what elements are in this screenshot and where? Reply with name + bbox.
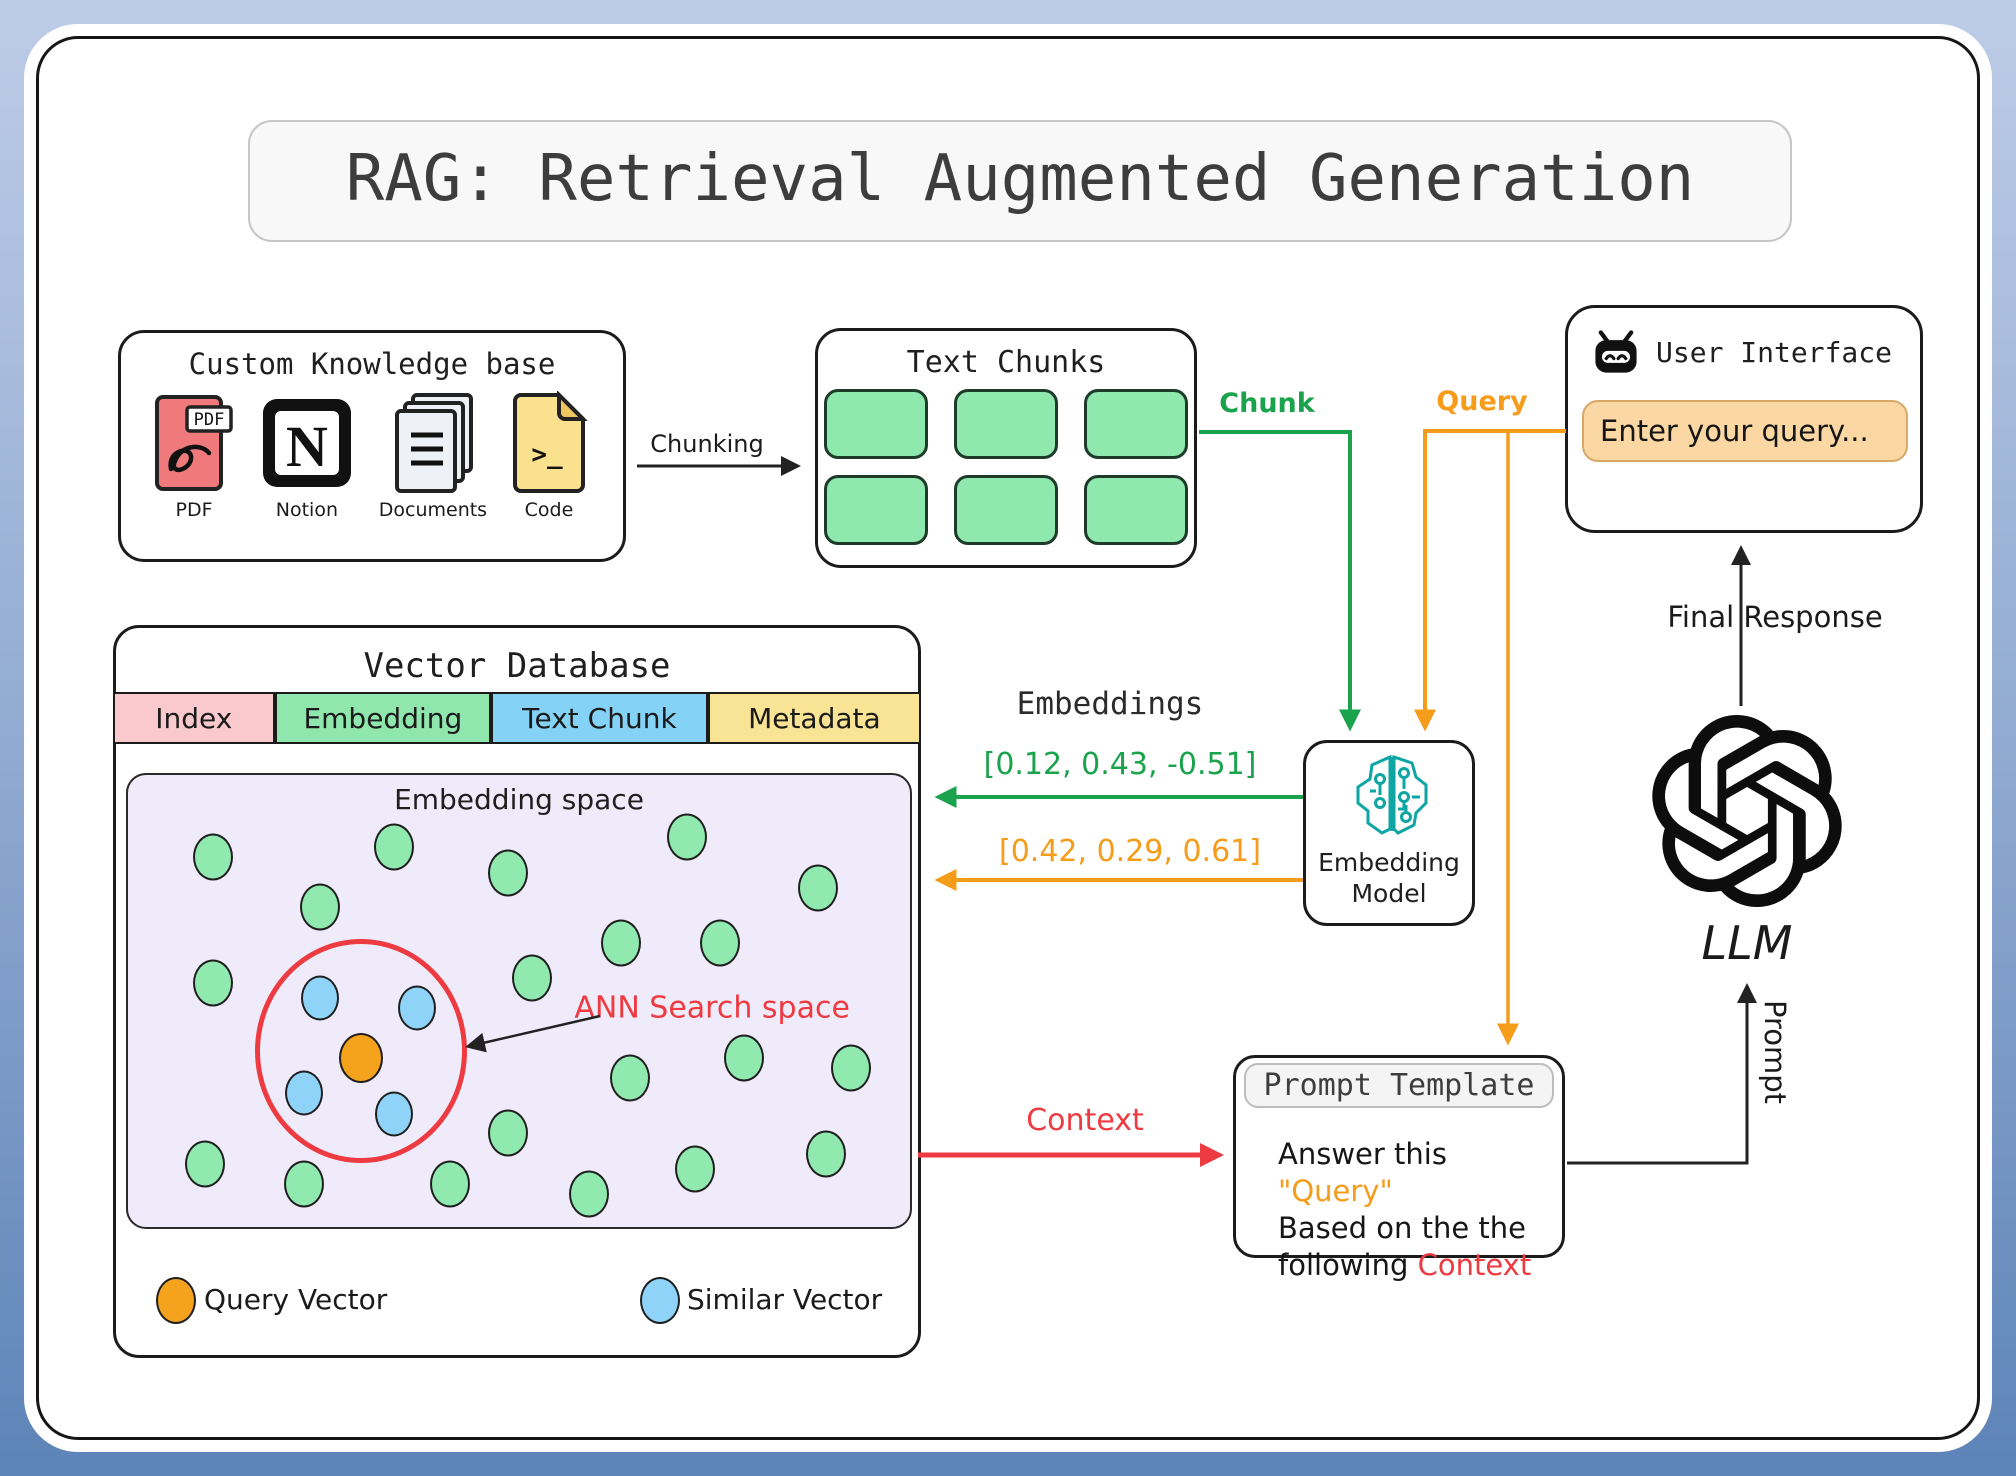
knowledge-base-title: Custom Knowledge base [188,347,556,381]
embedding-model-title: Embedding Model [1318,848,1460,909]
vdb-column-cell: Text Chunk [491,692,708,744]
prompt-template-box: Prompt Template Answer this "Query" Base… [1233,1055,1565,1282]
legend-label: Similar Vector [687,1283,883,1316]
legend-swatch [640,1277,680,1324]
prompt-template-header: Prompt Template [1236,1063,1562,1108]
green-vector-dot [830,1044,871,1092]
prompt-line1-query: "Query" [1278,1174,1393,1208]
prompt-line-3: following Context [1278,1247,1562,1284]
green-vector-dot [797,864,838,912]
svg-text:PDF: PDF [194,410,225,430]
vdb-column-label: Index [155,701,233,735]
green-vector-dot [724,1034,765,1082]
vdb-column-label: Metadata [748,701,881,735]
page-title-box: RAG: Retrieval Augmented Generation [248,120,1792,242]
text-chunk [824,389,928,459]
text-chunk [954,475,1058,545]
green-vector-dot [283,1160,324,1208]
prompt-line1-prefix: Answer this [1278,1137,1447,1171]
legend-swatch [156,1277,196,1324]
green-vector-dot [674,1145,715,1193]
final-response-label: Final Response [1667,600,1883,634]
user-interface-box: User Interface [1565,305,1923,533]
svg-text:N: N [286,414,328,479]
page-title: RAG: Retrieval Augmented Generation [345,142,1695,216]
kb-item-code: >_ Code [507,390,591,551]
green-vector-dot [699,919,740,967]
embedding-space: Embedding space ANN Search space [126,773,912,1229]
text-chunk [1084,475,1188,545]
prompt-label: Prompt [1758,1000,1792,1105]
green-vector-dot [667,813,708,861]
llm-label: LLM [1701,916,1793,970]
chunk-embedding-vector: [0.12, 0.43, -0.51] [983,747,1257,782]
query-embedding-vector: [0.42, 0.29, 0.61] [999,834,1261,869]
kb-item-notion: N Notion [255,391,359,551]
knowledge-base-items: PDF PDF N Notion Documents [139,390,605,551]
kb-item-pdf: PDF PDF [153,391,235,551]
chunking-label: Chunking [650,430,764,458]
text-chunk [954,389,1058,459]
green-vector-dot [373,823,414,871]
vdb-column-label: Embedding [303,701,463,735]
text-chunk [1084,389,1188,459]
ann-search-circle [255,939,468,1164]
notion-icon: N [262,399,351,487]
svg-text:>_: >_ [531,440,563,470]
code-file-icon: >_ [512,390,588,493]
legend-label: Query Vector [204,1283,388,1316]
prompt-line3-prefix: following [1278,1248,1418,1282]
prompt-template-title: Prompt Template [1243,1063,1555,1108]
text-chunk [824,475,928,545]
prompt-line-1: Answer this "Query" [1278,1136,1562,1210]
embedding-space-title: Embedding space [394,783,644,816]
green-vector-dot [805,1130,846,1178]
query-label: Query [1436,386,1528,417]
kb-item-label: Notion [275,499,338,521]
prompt-template-body: Answer this "Query" Based on the the fol… [1278,1136,1562,1284]
vdb-header-row: Index Embedding Text Chunk Metadata [113,692,922,744]
green-vector-dot [488,849,529,897]
text-chunks-box: Text Chunks [815,328,1197,568]
robot-icon [1595,330,1637,373]
query-input[interactable] [1582,400,1908,462]
context-label: Context [1026,1103,1144,1138]
vdb-column-label: Text Chunk [522,701,677,735]
green-vector-dot [193,959,234,1007]
kb-item-label: Code [524,499,574,521]
kb-item-documents: Documents [379,391,487,551]
kb-item-label: Documents [378,499,488,521]
openai-llm-logo [1652,715,1842,907]
green-vector-dot [488,1109,529,1157]
green-vector-dot [430,1160,471,1208]
embedding-model-box: Embedding Model [1303,740,1475,926]
green-vector-dot [185,1140,226,1188]
vector-database-box: Vector Database Index Embedding Text Chu… [113,625,922,1358]
green-vector-dot [193,833,234,881]
green-vector-dot [610,1054,651,1102]
text-chunks-title: Text Chunks [906,345,1106,380]
green-vector-dot [512,954,553,1002]
user-interface-title: User Interface [1656,335,1893,369]
prompt-line3-context: Context [1417,1248,1532,1282]
chunk-label: Chunk [1219,388,1315,419]
knowledge-base-box: Custom Knowledge base PDF PDF N Notion [118,330,626,562]
vdb-column-cell: Metadata [707,692,922,744]
vdb-column-cell: Embedding [274,692,492,744]
documents-icon [394,393,473,493]
embeddings-heading: Embeddings [1016,686,1204,722]
green-vector-dot [569,1170,610,1218]
prompt-line-2: Based on the the [1278,1211,1526,1245]
text-chunks-grid [818,389,1194,545]
kb-item-label: PDF [175,499,213,521]
ann-search-label: ANN Search space [574,990,850,1026]
ui-header: User Interface [1590,328,1892,376]
vdb-column-cell: Index [113,692,275,744]
pdf-file-icon: PDF [155,395,233,491]
vector-database-title: Vector Database [363,646,671,686]
green-vector-dot [300,883,341,931]
embedding-model-icon [1356,754,1428,835]
green-vector-dot [601,919,642,967]
